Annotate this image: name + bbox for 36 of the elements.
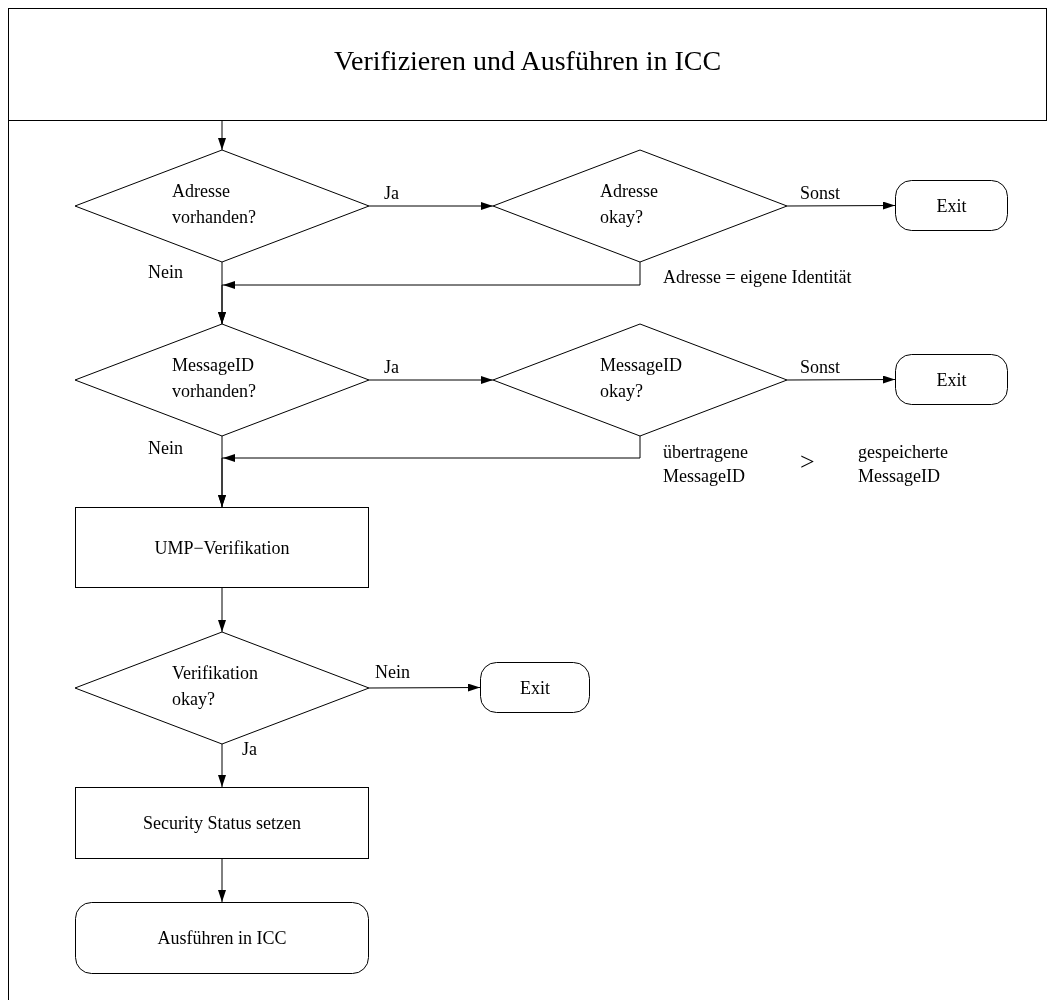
node-text: UMP−Verifikation: [153, 536, 291, 560]
condition-note: übertragene MessageID: [663, 441, 749, 488]
decision-diamond: [75, 324, 369, 436]
decision-diamond: [75, 150, 369, 262]
comparison-sign: >: [800, 450, 815, 474]
terminal-box: [895, 180, 1008, 231]
edge-label: Sonst: [800, 182, 841, 205]
terminal-box: [895, 354, 1008, 405]
edge-label: Ja: [242, 738, 257, 761]
process-box: [75, 507, 369, 588]
edge-label: Ja: [384, 182, 399, 205]
edge-label: Adresse = eigene Identität: [663, 266, 852, 289]
terminal-box: [75, 902, 369, 974]
edge-label: Nein: [148, 437, 183, 460]
edge-label: Ja: [384, 356, 399, 379]
edge-label: Sonst: [800, 356, 841, 379]
decision-text: MessageID okay?: [600, 354, 683, 403]
edge-label: Nein: [375, 661, 410, 684]
decision-text: Verifikation okay?: [172, 662, 259, 711]
node-text: Exit: [935, 368, 968, 392]
decision-diamond: [75, 632, 369, 744]
node-text: Security Status setzen: [142, 812, 302, 835]
decision-text: Adresse okay?: [600, 180, 659, 229]
edge-label: Nein: [148, 261, 183, 284]
decision-diamond: [493, 324, 787, 436]
process-box: [75, 787, 369, 859]
band-text: Verifizieren und Ausführen in ICC: [332, 44, 723, 78]
node-text: Exit: [519, 676, 551, 700]
node-text: Exit: [935, 194, 968, 218]
terminal-box: [480, 662, 590, 713]
decision-diamond: [493, 150, 787, 262]
title-band: [8, 8, 1047, 120]
node-text: Ausführen in ICC: [156, 927, 288, 950]
decision-text: MessageID vorhanden?: [172, 354, 257, 403]
condition-note: gespeicherte MessageID: [858, 441, 949, 488]
decision-text: Adresse vorhanden?: [172, 180, 257, 229]
